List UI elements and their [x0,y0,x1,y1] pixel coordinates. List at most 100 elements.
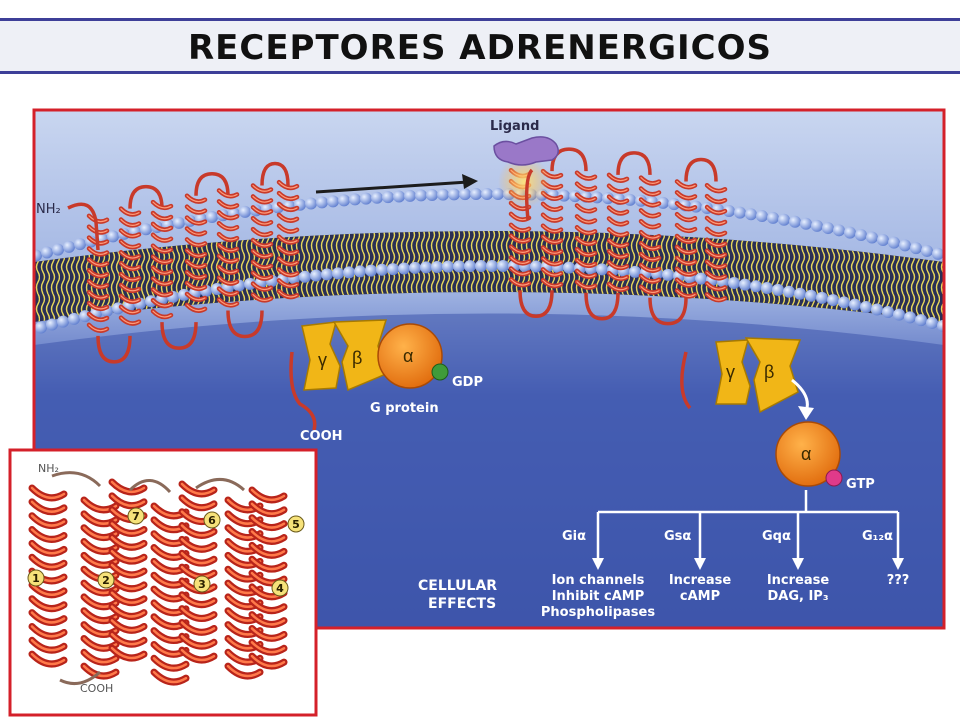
title-band: RECEPTORES ADRENERGICOS [0,18,960,74]
lipid-head [459,188,471,201]
lipid-head [899,239,911,252]
inset-helix-highlight [30,486,66,666]
gamma-subunit [301,321,341,391]
lipid-head [360,192,372,205]
lipid-head [877,234,889,247]
lipid-head [563,261,575,274]
lipid-head [937,319,944,332]
helix-highlight [120,208,140,325]
helix-number-badge [193,575,211,593]
lipid-head [596,263,608,276]
alpha-label-active: α [801,444,811,464]
lipid-head [107,230,119,243]
lipid-head [816,291,828,304]
lipid-head [932,247,944,260]
lipid-head [404,189,416,202]
lipid-head [305,197,317,210]
lipid-head [530,260,542,273]
cellular-effects-line2: EFFECTS [428,596,496,612]
lipid-head [365,264,377,277]
lipid-head [393,190,405,203]
dissociation-arrowhead [798,406,814,420]
lipid-head [431,261,443,274]
receptor-active [508,147,728,326]
lipid-head [662,268,674,281]
lipid-head [695,272,707,285]
lipid-head [761,282,773,295]
branch-arrowhead [592,558,604,570]
branch-arrowhead [892,558,904,570]
helix-highlight [608,174,628,291]
lipid-heads-outer [34,188,944,262]
lipid-head [470,188,482,201]
branch-effect: Phospholipases [541,605,655,620]
receptor-inactive [86,161,300,364]
lipid-head [437,188,449,201]
lipid-head [244,277,256,290]
lipid-head [398,262,410,275]
lipid-head [871,303,883,316]
lipid-heads-inner [35,260,944,334]
helix-highlight [186,195,206,312]
helix-loop [584,292,620,321]
lipid-head [811,219,823,232]
lipid-head [349,193,361,206]
helix-loop [684,157,718,182]
ligand-molecule [493,136,559,166]
lipid-head [866,231,878,244]
beta-subunit [332,319,388,392]
lipid-head [756,210,768,223]
helix-number: 4 [276,582,284,595]
helix-number: 6 [208,514,216,527]
ligand-glow [498,156,550,208]
branch-effect: Increase [669,573,732,588]
lipid-head [442,260,454,273]
lipid-head [767,211,779,224]
lipid-head [723,205,735,218]
lipid-head [739,278,751,291]
inset-structure [28,471,288,686]
beta-label-active: β [764,362,774,382]
helix-number-badge [203,511,221,529]
lipid-head [915,314,927,327]
lipid-head [800,217,812,230]
lipid-head [629,265,641,278]
gtp-molecule [825,469,843,487]
main-panel-frame [32,108,946,630]
helix-highlight [576,172,596,289]
helix-number: 3 [198,578,206,591]
lipid-head [327,195,339,208]
branch-name: Gqα [762,529,791,544]
helix-highlight [676,180,696,297]
branch-effect: Increase [767,573,830,588]
helix-highlight [218,189,238,306]
lipid-head [475,260,487,273]
branch-effect: ??? [887,573,910,588]
ligand-label: Ligand [490,119,539,134]
gtp-label: GTP [846,477,875,492]
branch-effect: DAG, IP₃ [767,589,828,604]
receptor-c-terminus-active [680,351,692,410]
gamma-label-active: γ [726,362,735,382]
page-title: RECEPTORES ADRENERGICOS [187,28,773,68]
helix-number-badge [27,569,45,587]
lipid-head [332,267,344,280]
helix-number-badge [271,579,289,597]
branch-name: Giα [562,529,586,544]
lipid-head [206,211,218,224]
inset-helix-highlight [250,488,286,668]
lipid-head [299,270,311,283]
lipid-head [52,243,64,256]
inset-loops [51,471,246,686]
lipid-head [893,308,905,321]
lipid-head [448,188,460,201]
lipid-head [750,280,762,293]
lipid-head [481,188,493,201]
beta-label: β [352,348,362,368]
lipid-head [41,246,53,259]
lipid-head [376,263,388,276]
lipid-head [783,285,795,298]
helix-number-badge [287,515,305,533]
